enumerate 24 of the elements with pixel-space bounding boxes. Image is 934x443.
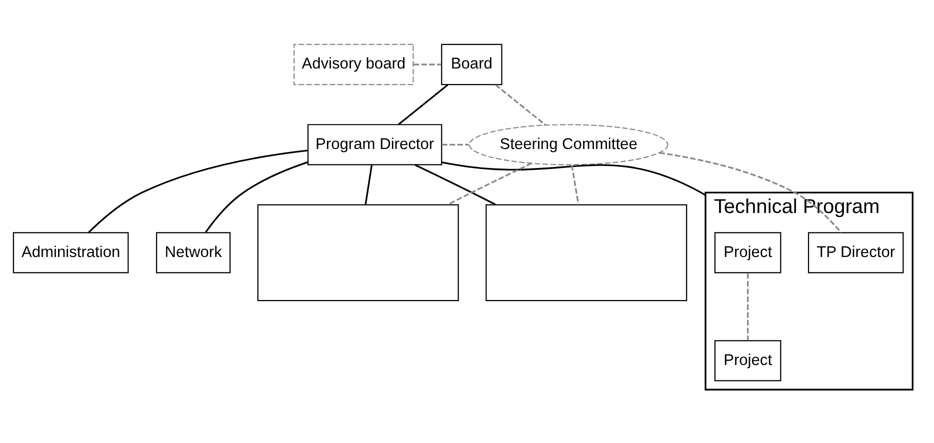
node-box bbox=[485, 204, 687, 302]
connector bbox=[414, 164, 496, 206]
connector bbox=[413, 64, 441, 66]
connector bbox=[446, 162, 532, 206]
connector bbox=[397, 84, 448, 126]
connector bbox=[364, 165, 372, 205]
connector bbox=[88, 150, 308, 234]
node-box: Program Director bbox=[306, 124, 442, 166]
node-box: Network bbox=[156, 232, 230, 274]
node-box: Administration bbox=[12, 232, 128, 274]
node-box: TP Director bbox=[807, 232, 904, 274]
node-box: Advisory board bbox=[293, 44, 414, 86]
connector bbox=[494, 84, 546, 126]
connector bbox=[746, 273, 748, 340]
node-box: Project bbox=[714, 340, 781, 382]
connector bbox=[658, 152, 842, 233]
connector bbox=[570, 165, 579, 205]
connector bbox=[441, 161, 706, 196]
connector bbox=[204, 161, 308, 233]
connector bbox=[441, 144, 469, 146]
node-box: Project bbox=[714, 232, 781, 274]
node-box bbox=[256, 204, 458, 302]
node-ellipse: Steering Committee bbox=[468, 124, 668, 166]
node-box: Board bbox=[440, 44, 502, 86]
